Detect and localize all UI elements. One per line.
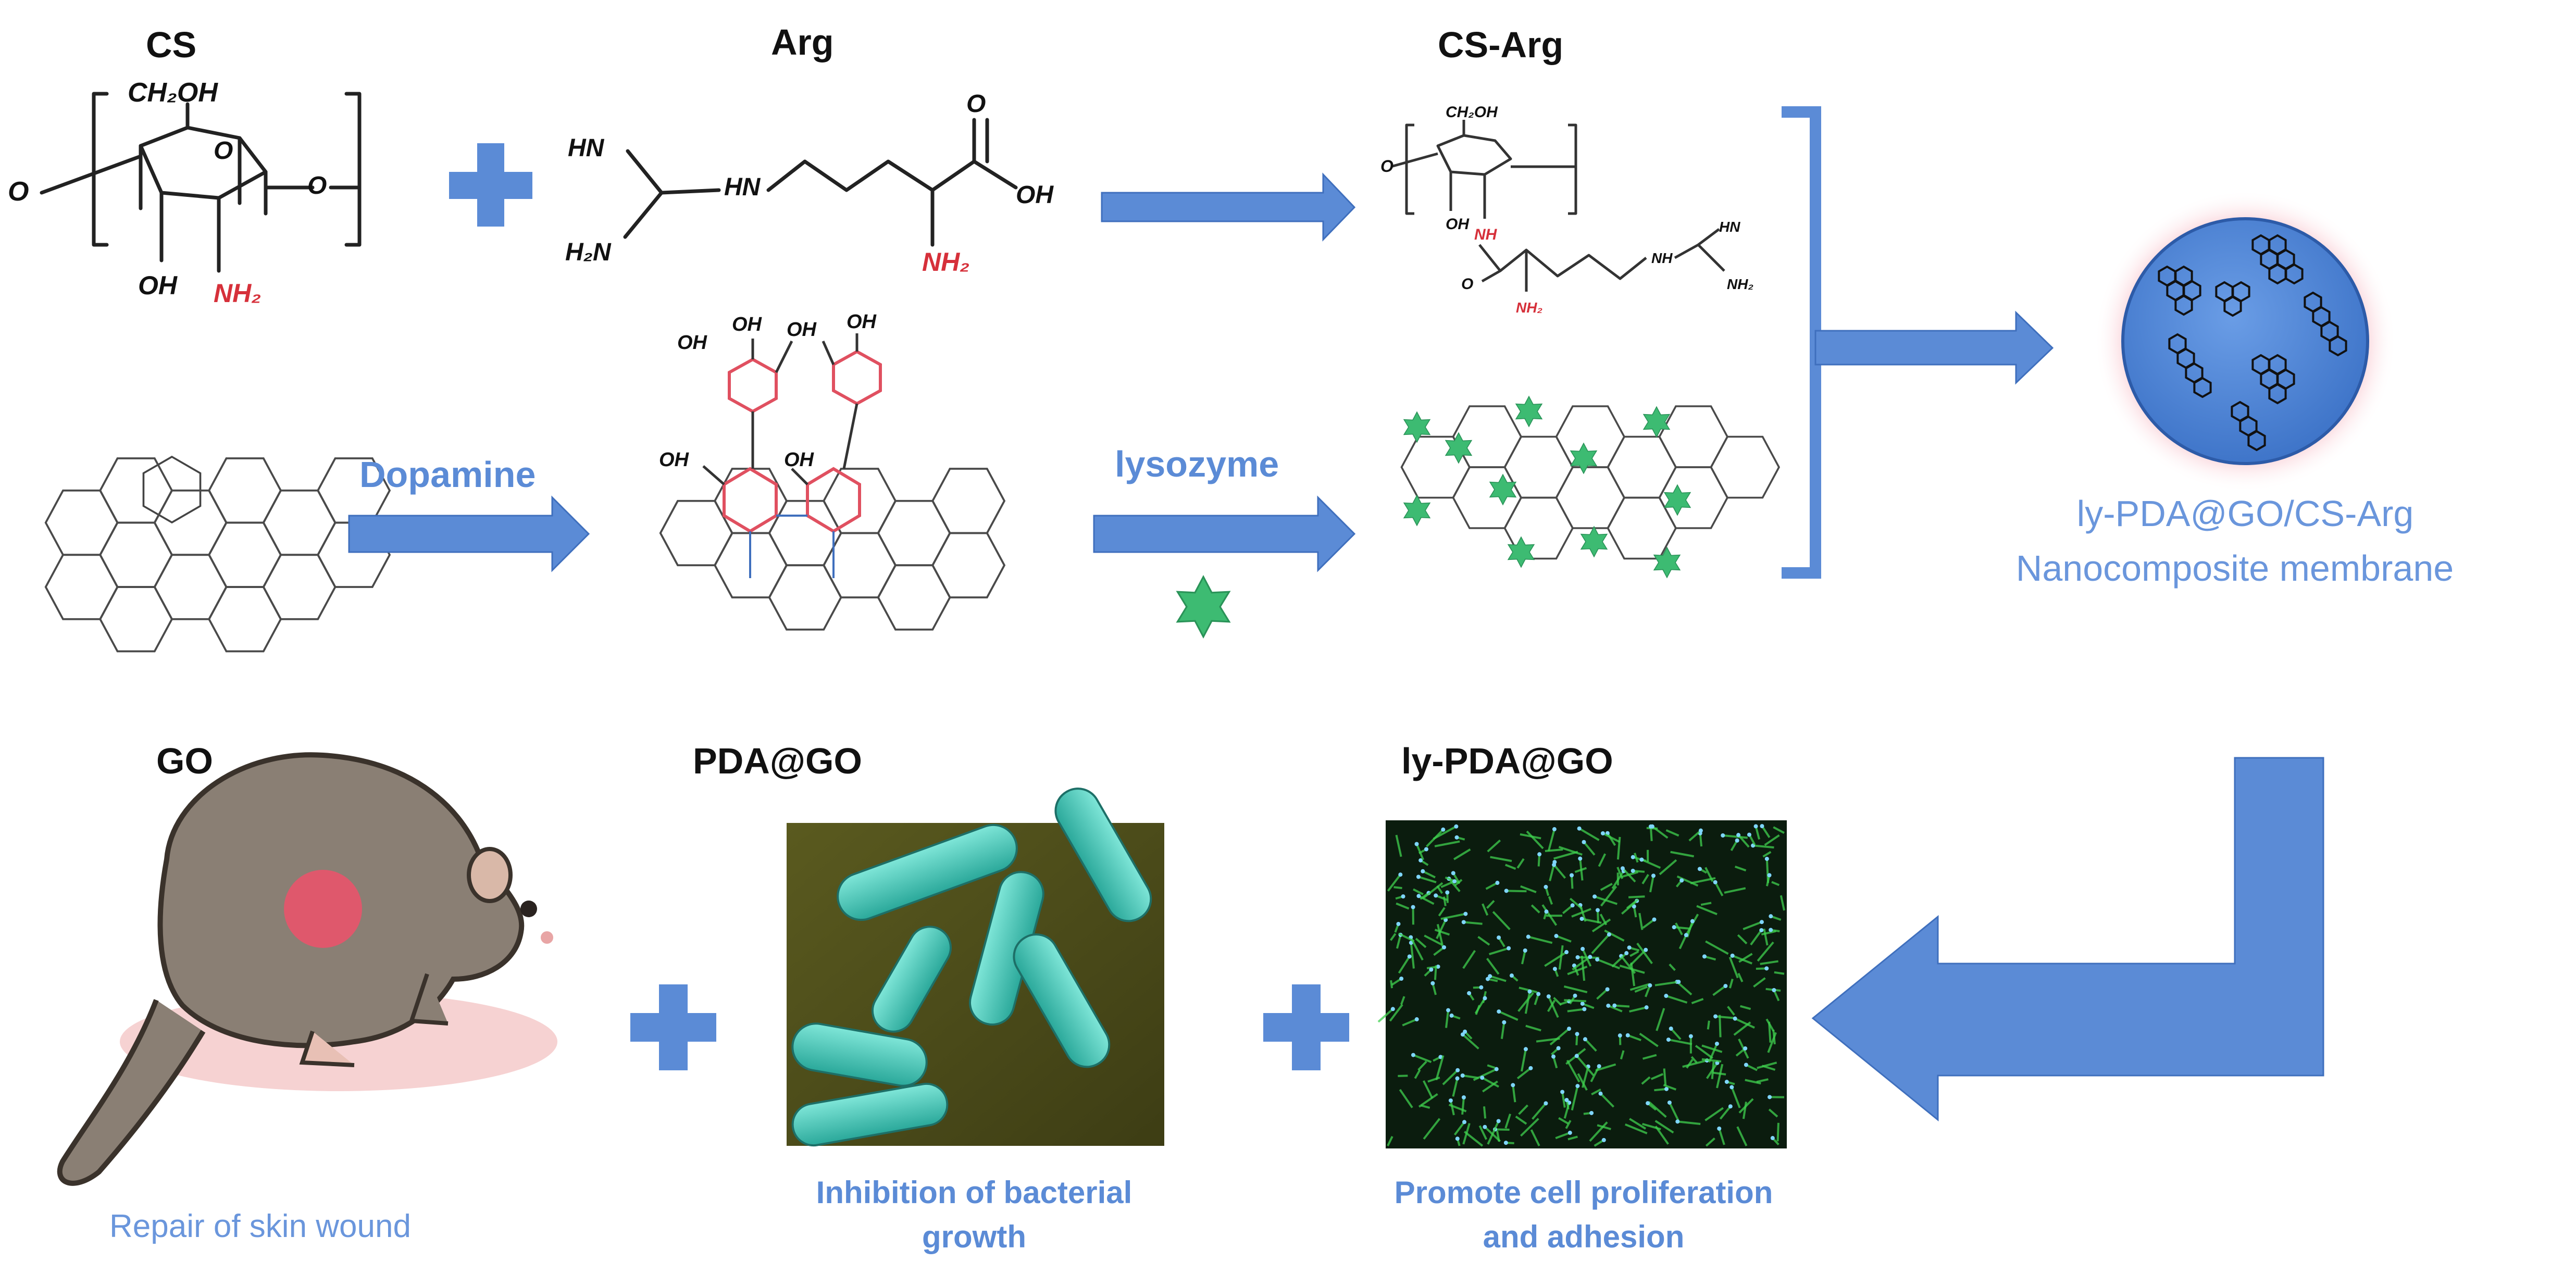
- ly-pda-go-label: ly-PDA@GO: [1401, 741, 1613, 781]
- arg-hn: HN: [568, 134, 605, 162]
- cs-ch2oh: CH₂OH: [128, 78, 218, 108]
- cs-arg-nh2-end: NH₂: [1727, 276, 1753, 292]
- cs-arg-structure: CS-Arg CH₂OH O OH NH O NH₂ NH HN NH₂: [1380, 24, 1753, 316]
- go-label: GO: [156, 741, 213, 781]
- arg-label: Arg: [771, 22, 834, 63]
- arrow-to-membrane: [1815, 313, 2052, 383]
- pda-oh-6: OH: [784, 449, 815, 471]
- cs-left-o: O: [8, 177, 29, 207]
- arg-h2n: H₂N: [565, 239, 612, 266]
- inhibition-label-line2: growth: [922, 1219, 1026, 1254]
- arrow-lysozyme: [1094, 497, 1354, 570]
- plus-sign-1: [449, 143, 532, 227]
- plus-sign-2: [630, 984, 716, 1070]
- go-lattice: [46, 458, 390, 652]
- pda-go-structure: OH OH OH OH OH OH: [659, 311, 1004, 630]
- arrow-dopamine: [349, 497, 589, 570]
- arrow-return: [1813, 758, 2323, 1120]
- ly-pda-go-structure: [1402, 396, 1779, 578]
- membrane-title-line2: Nanocomposite membrane: [2016, 548, 2454, 589]
- arg-nh2: NH₂: [922, 247, 969, 277]
- cs-arg-o2: O: [1461, 276, 1473, 293]
- inhibition-label-line1: Inhibition of bacterial: [816, 1175, 1133, 1210]
- cs-arg-nh: NH: [1474, 226, 1498, 243]
- arrow-to-cs-arg: [1102, 174, 1354, 240]
- cs-oh: OH: [138, 271, 178, 300]
- combine-bracket: [1782, 112, 1815, 573]
- pda-oh-2: OH: [732, 314, 763, 335]
- cs-arg-nh2: NH₂: [1516, 299, 1542, 316]
- cs-right-o: O: [307, 172, 327, 199]
- cs-label: CS: [146, 24, 196, 65]
- lysozyme-label: lysozyme: [1115, 444, 1279, 484]
- cs-arg-label: CS-Arg: [1438, 24, 1563, 65]
- promote-label-line1: Promote cell proliferation: [1395, 1175, 1773, 1210]
- arg-hn2: HN: [724, 173, 761, 201]
- pda-oh-1: OH: [677, 332, 708, 354]
- pda-oh-3: OH: [787, 319, 817, 341]
- arg-structure: Arg HN H₂N HN O OH NH₂: [565, 22, 1054, 277]
- cs-arg-nh-guan: NH: [1651, 250, 1673, 266]
- pda-oh-4: OH: [847, 311, 877, 333]
- cs-arg-o-left: O: [1380, 157, 1393, 176]
- lysozyme-star-icon: [1177, 577, 1229, 636]
- arg-carbonyl-o: O: [966, 90, 986, 118]
- pda-oh-5: OH: [659, 449, 690, 471]
- cs-nh2: NH₂: [214, 279, 261, 308]
- cs-arg-oh: OH: [1446, 216, 1470, 233]
- membrane-title-line1: ly-PDA@GO/CS-Arg: [2077, 493, 2414, 534]
- membrane-disc: [2094, 190, 2396, 492]
- repair-label: Repair of skin wound: [109, 1208, 411, 1244]
- cs-arg-ch2oh: CH₂OH: [1446, 104, 1498, 121]
- dopamine-label: Dopamine: [359, 454, 536, 495]
- cell-image: [1378, 820, 1787, 1148]
- arg-oh: OH: [1016, 181, 1054, 209]
- promote-label-line2: and adhesion: [1483, 1219, 1685, 1254]
- wound-spot: [284, 870, 362, 948]
- plus-sign-3: [1263, 984, 1349, 1070]
- pda-go-label: PDA@GO: [693, 741, 862, 781]
- bacteria-image: [787, 781, 1164, 1149]
- rat-illustration: [60, 755, 557, 1183]
- cs-arg-hn: HN: [1719, 219, 1740, 235]
- cs-structure: CS CH₂OH O O O OH NH₂: [8, 24, 359, 308]
- cs-ring-o: O: [214, 137, 233, 165]
